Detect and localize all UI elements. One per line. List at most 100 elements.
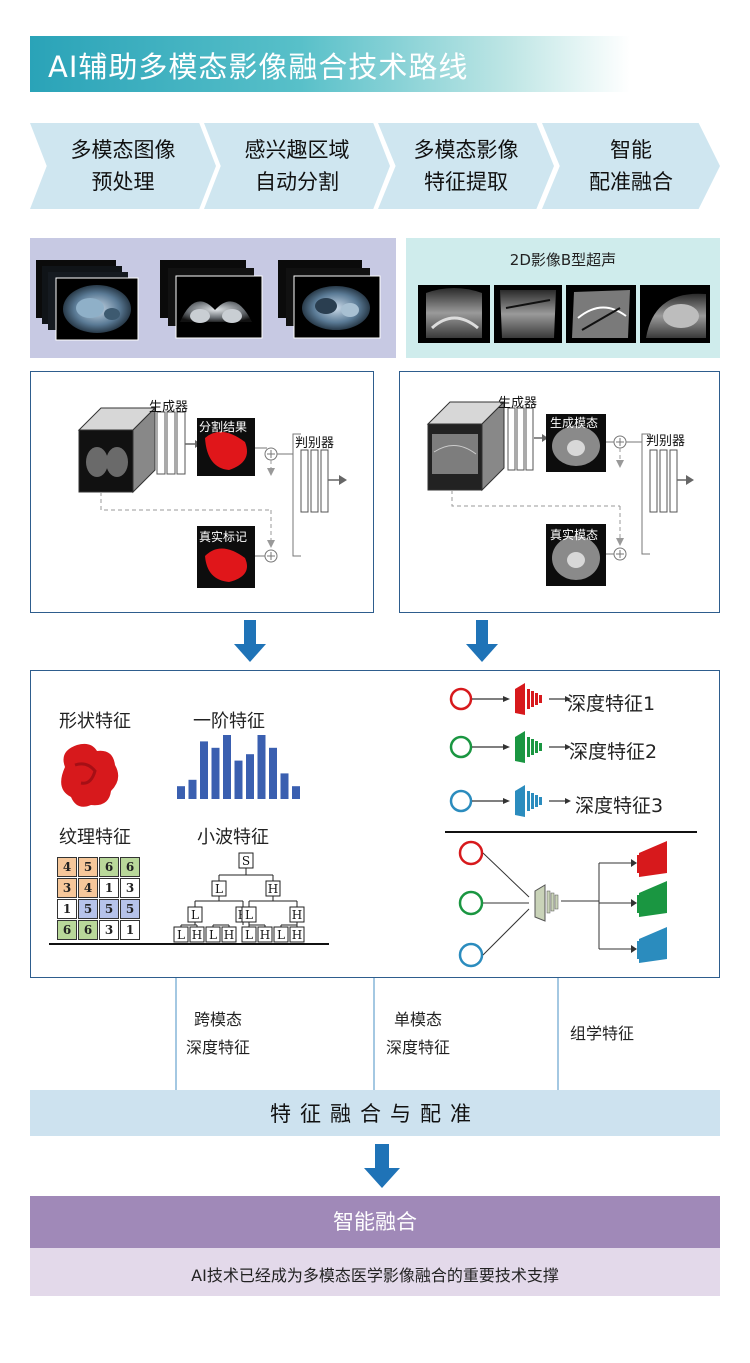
wavelet-leaf-box [205, 926, 221, 943]
wavelet-leaf: L [245, 928, 253, 942]
step-3-line2: 特征提取 [424, 170, 508, 194]
wavelet-leaf: L [277, 928, 285, 942]
input-cube [77, 406, 157, 494]
discriminator-layers [649, 449, 678, 513]
modality-gan-box: 生成器 生成模态 判别器 真实模态 [399, 371, 720, 613]
down-arrow-left [234, 620, 266, 662]
cross-modal-deep-feature-label: 跨模态 深度特征 [186, 1006, 250, 1062]
ultrasound-panel [406, 238, 720, 358]
histogram-bar [269, 747, 277, 799]
support-text: AI技术已经成为多模态医学影像融合的重要技术支撑 [191, 1266, 559, 1285]
ultrasound-title: 2D影像B型超声 [509, 251, 617, 269]
step-feature-extraction: 多模态影像特征提取 [378, 123, 554, 209]
first-order-feature-label: 一阶特征 [193, 711, 265, 732]
texture-matrix-cell: 5 [78, 857, 98, 877]
wavelet-leaf-box [221, 926, 237, 943]
step-segmentation: 感兴趣区域自动分割 [204, 123, 390, 209]
wavelet-node-h: H [292, 908, 302, 922]
breast-mri-stack [160, 260, 263, 339]
wavelet-leaf: H [260, 928, 270, 942]
discriminator-label: 判别器 [295, 436, 335, 451]
wavelet-leaf: H [192, 928, 202, 942]
ultrasound-image-1 [418, 285, 490, 343]
radiomics-feature-label: 组学特征 [570, 1024, 635, 1043]
histogram-bar [246, 754, 254, 799]
wavelet-feature-label: 小波特征 [197, 827, 269, 848]
shape-blob-icon [61, 743, 119, 807]
histogram-bar [177, 786, 185, 799]
generated-modality-label: 生成模态 [550, 416, 599, 430]
wavelet-leaf-box [289, 926, 305, 943]
section-divider [445, 831, 697, 833]
texture-matrix-cell: 6 [99, 857, 119, 877]
step-1-line2: 预处理 [91, 170, 155, 194]
input-node-icon [449, 687, 473, 711]
smart-fusion-label: 智能融合 [333, 1210, 417, 1234]
histogram-bar [200, 741, 208, 799]
wavelet-leaf: L [177, 928, 185, 942]
step-4-line1: 智能 [610, 138, 652, 162]
feature-fusion-bar [30, 1090, 720, 1136]
wavelet-node-l: L [215, 882, 223, 896]
shape-feature-label: 形状特征 [59, 711, 131, 732]
deep-feature-2-label: 深度特征2 [569, 741, 658, 763]
texture-matrix-cell: 6 [57, 920, 77, 940]
title-banner [30, 36, 630, 92]
discriminator-label: 判别器 [646, 434, 686, 449]
wavelet-leaf: H [224, 928, 234, 942]
texture-matrix-cell: 1 [99, 878, 119, 898]
deep-feature-network [445, 683, 697, 968]
wavelet-node-l: L [245, 908, 253, 922]
histogram-bar [234, 760, 243, 799]
feature-baseline [49, 943, 329, 945]
texture-feature-label: 纹理特征 [59, 827, 131, 848]
support-bar [30, 1248, 720, 1296]
neck-mri-stack [278, 260, 381, 339]
ct-mri-image-panel [30, 238, 396, 358]
texture-matrix-cell: 3 [57, 878, 77, 898]
output-head-icon [639, 927, 667, 963]
discriminator-layers [300, 449, 329, 513]
wavelet-leaf: H [292, 928, 302, 942]
real-label-label: 真实标记 [199, 530, 248, 544]
histogram-bar [211, 747, 220, 799]
smart-fusion-bar [30, 1196, 720, 1248]
histogram-bar [280, 773, 289, 799]
connector-lines [173, 978, 561, 1100]
generator-layers [507, 407, 534, 471]
wavelet-node-l: L [191, 908, 199, 922]
generator-layers [156, 411, 186, 475]
output-head-icon [639, 881, 667, 917]
texture-matrix-cell: 6 [120, 857, 140, 877]
wavelet-leaf-box [173, 926, 189, 943]
input-cube [426, 400, 506, 492]
segmentation-gan-box: 生成器 分割结果 判别器 真实标记 [30, 371, 374, 613]
segmentation-result-label: 分割结果 [199, 420, 248, 434]
down-arrow-center [364, 1144, 400, 1188]
histogram-bar [223, 735, 231, 799]
deep-feature-1-label: 深度特征1 [567, 693, 656, 715]
page-title: AI辅助多模态影像融合技术路线 [48, 50, 469, 84]
ct-mri-stacks [36, 260, 381, 341]
single-modal-line2: 深度特征 [386, 1038, 451, 1057]
texture-matrix-cell: 5 [120, 899, 140, 919]
wavelet-node-h: H [268, 882, 278, 896]
ultrasound-image-4 [640, 285, 710, 343]
wavelet-leaf-box [189, 926, 205, 943]
first-order-histogram [177, 735, 300, 799]
abdomen-ct-stack [36, 260, 139, 341]
step-preprocess: 多模态图像预处理 [30, 123, 216, 209]
input-node-icon [449, 789, 473, 813]
modality-gan-diagram [426, 400, 694, 586]
generator-label: 生成器 [498, 396, 538, 411]
step-2-line2: 自动分割 [255, 170, 339, 194]
wavelet-leaf: L [209, 928, 217, 942]
histogram-bar [188, 779, 197, 799]
down-arrow-right [466, 620, 498, 662]
cnn-encoder-icon [515, 731, 525, 763]
cnn-encoder-icon [515, 683, 525, 715]
texture-matrix-cell: 5 [78, 899, 98, 919]
cnn-encoder-icon [515, 785, 525, 817]
input-node-icon [449, 735, 473, 759]
